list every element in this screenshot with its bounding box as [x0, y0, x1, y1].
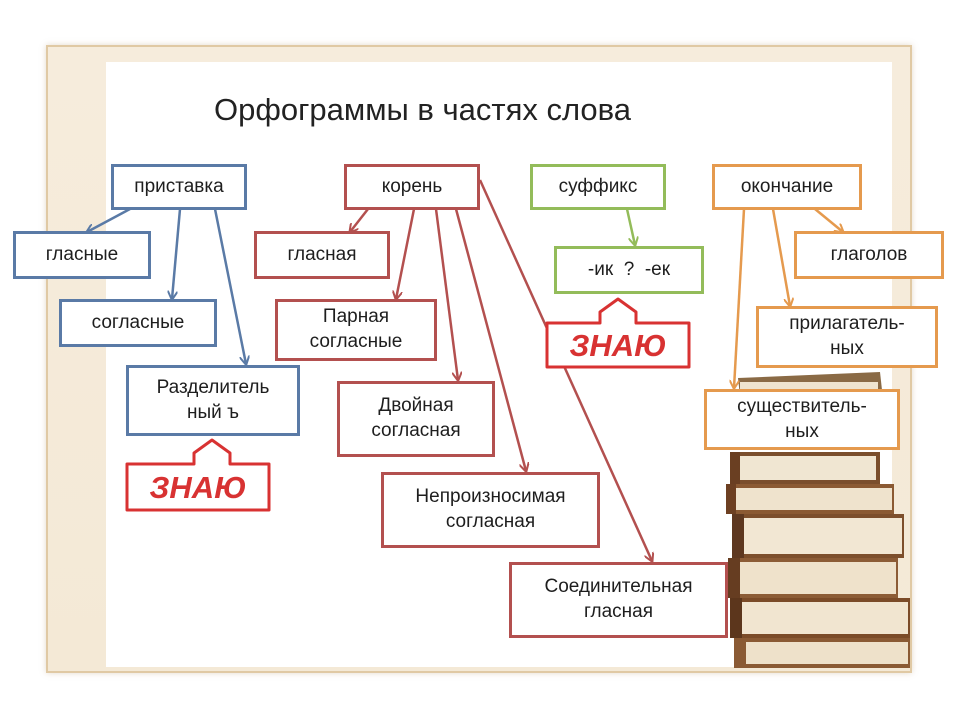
node-ik-ek: -ик ? -ек: [554, 246, 704, 294]
node-root-vowel-label: гласная: [287, 243, 357, 265]
node-prefix-consonants-label: согласные: [91, 311, 185, 333]
node-paired-line1: Парная: [322, 306, 390, 328]
arrow-prefix-to-consonants: [172, 208, 182, 299]
node-double-consonant: Двойная согласная: [337, 381, 495, 457]
page-title: Орфограммы в частях слова: [214, 92, 632, 127]
node-hard-sign-line1: Разделитель: [156, 376, 270, 398]
book-bottom: [734, 638, 910, 668]
node-double-line1: Двойная: [378, 395, 454, 417]
root-arrows: [350, 179, 652, 561]
node-root-vowel: гласная: [254, 231, 390, 279]
node-ending-label: окончание: [740, 175, 834, 197]
arrow-root-to-silent: [454, 208, 526, 471]
node-paired-consonants: Парная согласные: [275, 299, 437, 361]
suffix-arrows: [625, 208, 635, 245]
node-connecting-line2: гласная: [583, 601, 653, 622]
arrow-root-to-vowel: [350, 208, 369, 232]
node-silent-consonant: Непроизносимая согласная: [381, 472, 600, 548]
arrow-root-to-paired: [396, 208, 416, 299]
node-paired-line2: согласные: [309, 331, 403, 352]
node-hard-sign-line2: ный ъ: [187, 401, 239, 423]
node-nouns-line1: существитель-: [737, 395, 867, 417]
badge-know-left: ЗНАЮ: [125, 438, 271, 512]
arrow-ending-to-verbs: [814, 208, 843, 232]
arrow-ending-to-nouns: [734, 208, 746, 388]
node-suffix-label: суффикс: [558, 175, 638, 197]
node-verbs: глаголов: [794, 231, 944, 279]
book-6: [730, 598, 910, 638]
node-double-line2: согласная: [371, 420, 461, 441]
node-prefix-vowels-label: гласные: [45, 243, 119, 265]
badge-know-right-text: ЗНАЮ: [570, 328, 667, 363]
badge-know-left-text: ЗНАЮ: [150, 470, 247, 505]
arrow-suffix-to-ik-ek: [625, 208, 635, 245]
arrow-ending-to-adjectives: [771, 208, 790, 306]
ending-arrows: [734, 208, 843, 388]
book-5: [728, 558, 898, 598]
book-4: [732, 514, 904, 558]
node-root: корень: [344, 164, 480, 210]
book-2: [730, 452, 880, 484]
node-prefix-consonants: согласные: [59, 299, 217, 347]
node-adjectives-line2: ных: [830, 338, 864, 359]
arrow-root-to-connecting: [478, 179, 652, 561]
node-adjectives-line1: прилагатель-: [789, 313, 905, 335]
node-prefix-label: приставка: [134, 175, 224, 197]
badge-know-right: ЗНАЮ: [545, 297, 691, 369]
node-nouns-line2: ных: [785, 420, 819, 442]
node-prefix: приставка: [111, 164, 247, 210]
node-adjectives: прилагатель- ных: [756, 306, 938, 368]
node-connecting-line1: Соединительная: [544, 576, 693, 598]
node-nouns: существитель- ных: [704, 389, 900, 450]
node-suffix: суффикс: [530, 164, 666, 210]
arrow-prefix-to-vowels: [87, 207, 131, 232]
node-silent-line1: Непроизносимая: [415, 486, 566, 508]
arrow-root-to-double: [434, 208, 458, 380]
book-3: [726, 484, 894, 514]
node-ending: окончание: [712, 164, 862, 210]
node-prefix-vowels: гласные: [13, 231, 151, 279]
node-verbs-label: глаголов: [830, 243, 908, 265]
node-root-label: корень: [381, 175, 443, 197]
node-ik-ek-label: -ик ? -ек: [587, 258, 671, 280]
prefix-arrows: [87, 207, 246, 364]
arrow-prefix-to-hard-sign: [213, 208, 246, 364]
node-hard-sign: Разделитель ный ъ: [126, 365, 300, 436]
node-connecting-vowel: Соединительная гласная: [509, 562, 728, 638]
node-silent-line2: согласная: [445, 511, 536, 532]
